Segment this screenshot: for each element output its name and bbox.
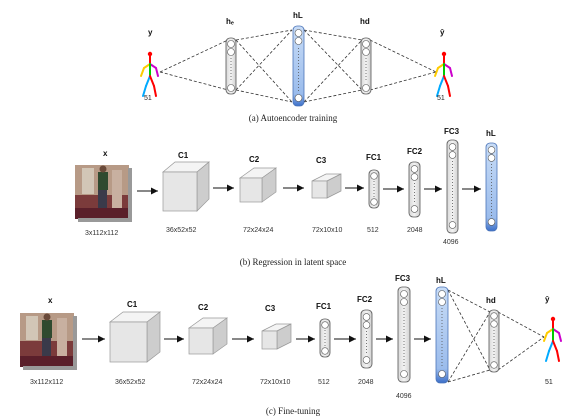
panel-a-hd-label: hd <box>360 17 370 26</box>
panel-c-fc1-layer <box>320 319 330 357</box>
panel-c-c2-label: C2 <box>198 303 209 312</box>
panel-c-c3-dim: 72x10x10 <box>260 379 290 386</box>
panel-b-input-image <box>75 165 132 222</box>
panel-b-c1-dim: 36x52x52 <box>166 227 196 234</box>
skeleton-output-icon <box>435 52 452 96</box>
layer-hd <box>361 38 371 94</box>
panel-b-c2-dim: 72x24x24 <box>243 227 273 234</box>
panel-c-c2-dim: 72x24x24 <box>192 379 222 386</box>
panel-c-hd-layer <box>489 310 499 372</box>
panel-a-input-label: y <box>148 28 153 37</box>
panel-b-fc3-layer <box>447 140 458 233</box>
panel-b-fc1-layer <box>369 170 379 208</box>
panel-c-c3-label: C3 <box>265 304 276 313</box>
panel-b-fc2-dim: 2048 <box>407 227 423 234</box>
panel-b-input-dim: 3x112x112 <box>85 230 118 237</box>
panel-c-input-dim: 3x112x112 <box>30 379 63 386</box>
panel-c-c1-dim: 36x52x52 <box>115 379 145 386</box>
panel-a: y 51 hₑ hL hd ŷ <box>141 11 452 123</box>
panel-c-caption: (c) Fine-tuning <box>266 406 321 416</box>
panel-c-fc3-dim: 4096 <box>396 393 412 400</box>
panel-c-c3-cube <box>262 324 291 349</box>
panel-b-fc3-label: FC3 <box>444 127 460 136</box>
panel-c-c2-cube <box>189 318 227 354</box>
panel-a-output-label: ŷ <box>440 28 445 37</box>
panel-b-c3-label: C3 <box>316 156 327 165</box>
panel-b-c1-cube <box>163 162 209 211</box>
panel-a-he-label: hₑ <box>226 17 234 26</box>
panel-c-output-label: ŷ <box>545 295 550 304</box>
panel-b-fc2-layer <box>409 162 420 217</box>
panel-b-fc1-label: FC1 <box>366 153 382 162</box>
panel-c-c1-label: C1 <box>127 300 138 309</box>
panel-c-fc2-layer <box>361 310 372 368</box>
panel-c-fc1-dim: 512 <box>318 379 330 386</box>
panel-b-caption: (b) Regression in latent space <box>240 257 346 267</box>
panel-b-c2-label: C2 <box>249 155 260 164</box>
panel-b-c2-cube <box>240 168 276 202</box>
panel-a-hl-label: hL <box>293 11 303 20</box>
panel-c-c1-cube <box>110 312 160 362</box>
panel-c: x 3x112x112 C1 36x52x52 <box>20 274 561 416</box>
panel-c-hd-label: hd <box>486 296 496 305</box>
panel-b-c3-cube <box>312 174 341 198</box>
panel-a-caption: (a) Autoencoder training <box>249 113 338 123</box>
panel-c-fc3-label: FC3 <box>395 274 411 283</box>
panel-b-c3-dim: 72x10x10 <box>312 227 342 234</box>
panel-b-input-label: x <box>103 149 108 158</box>
panel-b-fc3-dim: 4096 <box>443 239 459 246</box>
panel-b-hl-layer <box>486 143 497 231</box>
panel-b-fc1-dim: 512 <box>367 227 379 234</box>
skeleton-finetune-output-icon <box>544 317 561 361</box>
layer-hl <box>293 26 304 106</box>
panel-a-input-dim: 51 <box>144 95 152 102</box>
panel-c-output-dim: 51 <box>545 379 553 386</box>
panel-b-hl-label: hL <box>486 129 496 138</box>
panel-c-hl-layer <box>436 287 448 383</box>
panel-c-input-image <box>20 313 77 370</box>
layer-he <box>226 38 236 94</box>
panel-b: x 3x112x112 C1 36x52x52 <box>75 127 497 267</box>
panel-b-c1-label: C1 <box>178 151 189 160</box>
panel-c-fc3-layer <box>398 287 410 382</box>
panel-c-fc2-label: FC2 <box>357 295 373 304</box>
panel-a-output-dim: 51 <box>437 95 445 102</box>
panel-b-fc2-label: FC2 <box>407 147 423 156</box>
skeleton-input-icon <box>141 52 158 96</box>
panel-c-fc2-dim: 2048 <box>358 379 374 386</box>
panel-c-fc1-label: FC1 <box>316 302 332 311</box>
panel-c-input-label: x <box>48 296 53 305</box>
panel-c-hl-label: hL <box>436 276 446 285</box>
